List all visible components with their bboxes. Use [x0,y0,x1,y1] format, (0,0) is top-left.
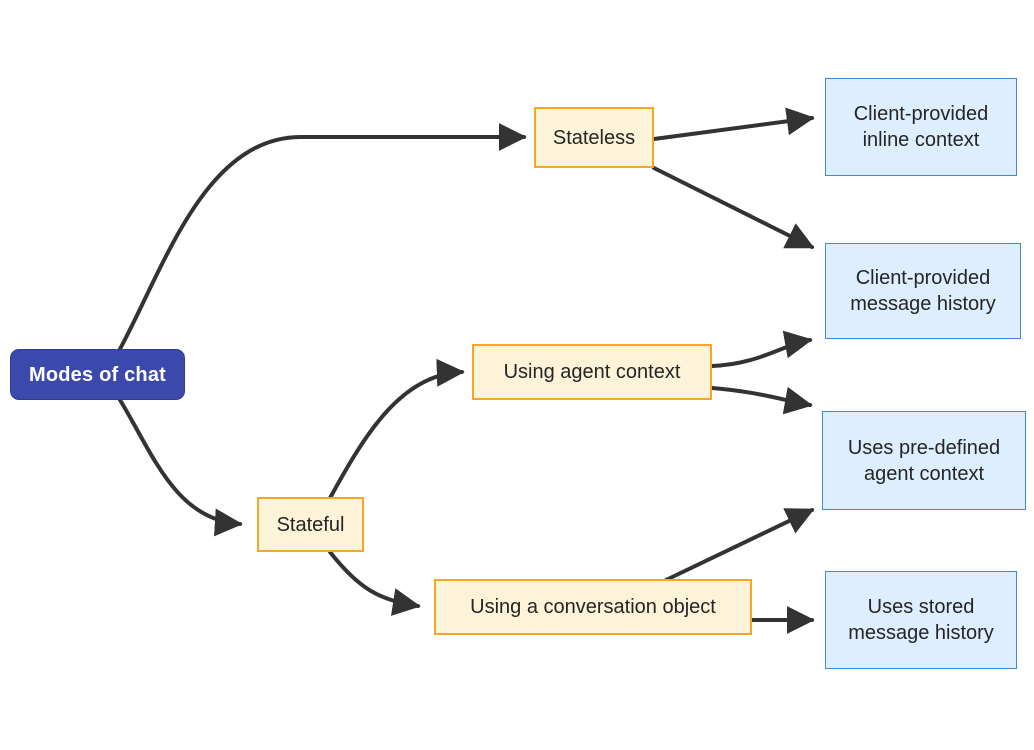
edge-stateful-to-agentctx [328,358,465,500]
node-using-agent-context[interactable]: Using agent context [472,344,712,400]
node-using-conversation-object[interactable]: Using a conversation object [434,579,752,635]
edge-agentctx-to-predefined [710,386,813,415]
edge-root-to-stateless [118,123,527,351]
edge-convobj-to-predefined [664,508,815,582]
edge-stateless-to-inline [652,107,815,141]
edge-root-to-stateful [118,398,243,537]
node-uses-pre-defined-agent-context[interactable]: Uses pre-defined agent context [822,411,1026,510]
node-stateless[interactable]: Stateless [534,107,654,168]
node-stateful[interactable]: Stateful [257,497,364,552]
edge-stateless-to-msghistory [652,166,815,249]
node-uses-stored-message-history[interactable]: Uses stored message history [825,571,1017,669]
node-client-provided-message-history[interactable]: Client-provided message history [825,243,1021,339]
node-modes-of-chat[interactable]: Modes of chat [10,349,185,400]
edge-agentctx-to-msghistory [710,330,813,368]
edge-stateful-to-convobj [328,550,421,616]
node-client-provided-inline-context[interactable]: Client-provided inline context [825,78,1017,176]
